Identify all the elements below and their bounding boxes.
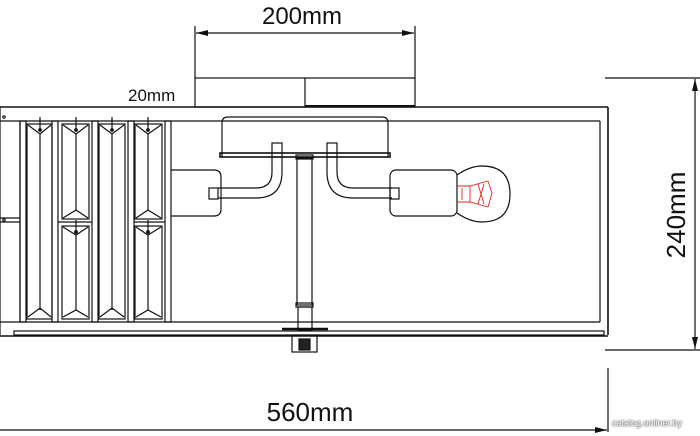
bulb-icon: [456, 165, 511, 223]
crystal-column-split: [134, 117, 172, 323]
left-socket: [171, 157, 283, 217]
filament-icon: [457, 180, 493, 208]
crystal-column: [19, 117, 59, 323]
canopy: [194, 77, 416, 108]
height-label: 240mm: [661, 172, 691, 259]
right-socket: [326, 157, 511, 223]
height-dimension: 240mm: [605, 77, 700, 351]
crystal-column: [98, 117, 135, 323]
crystal-column-split: [58, 117, 99, 323]
canopy-width-label: 200mm: [262, 3, 342, 30]
lamp-holder: [219, 116, 391, 353]
width-label: 560mm: [267, 397, 354, 427]
crystal-panels: [19, 117, 172, 323]
canopy-width-dimension: 200mm: [194, 3, 416, 78]
canopy-height-label: 20mm: [128, 86, 175, 105]
width-dimension: 560mm: [0, 368, 609, 433]
watermark: catalog.onliner.by: [612, 418, 683, 428]
